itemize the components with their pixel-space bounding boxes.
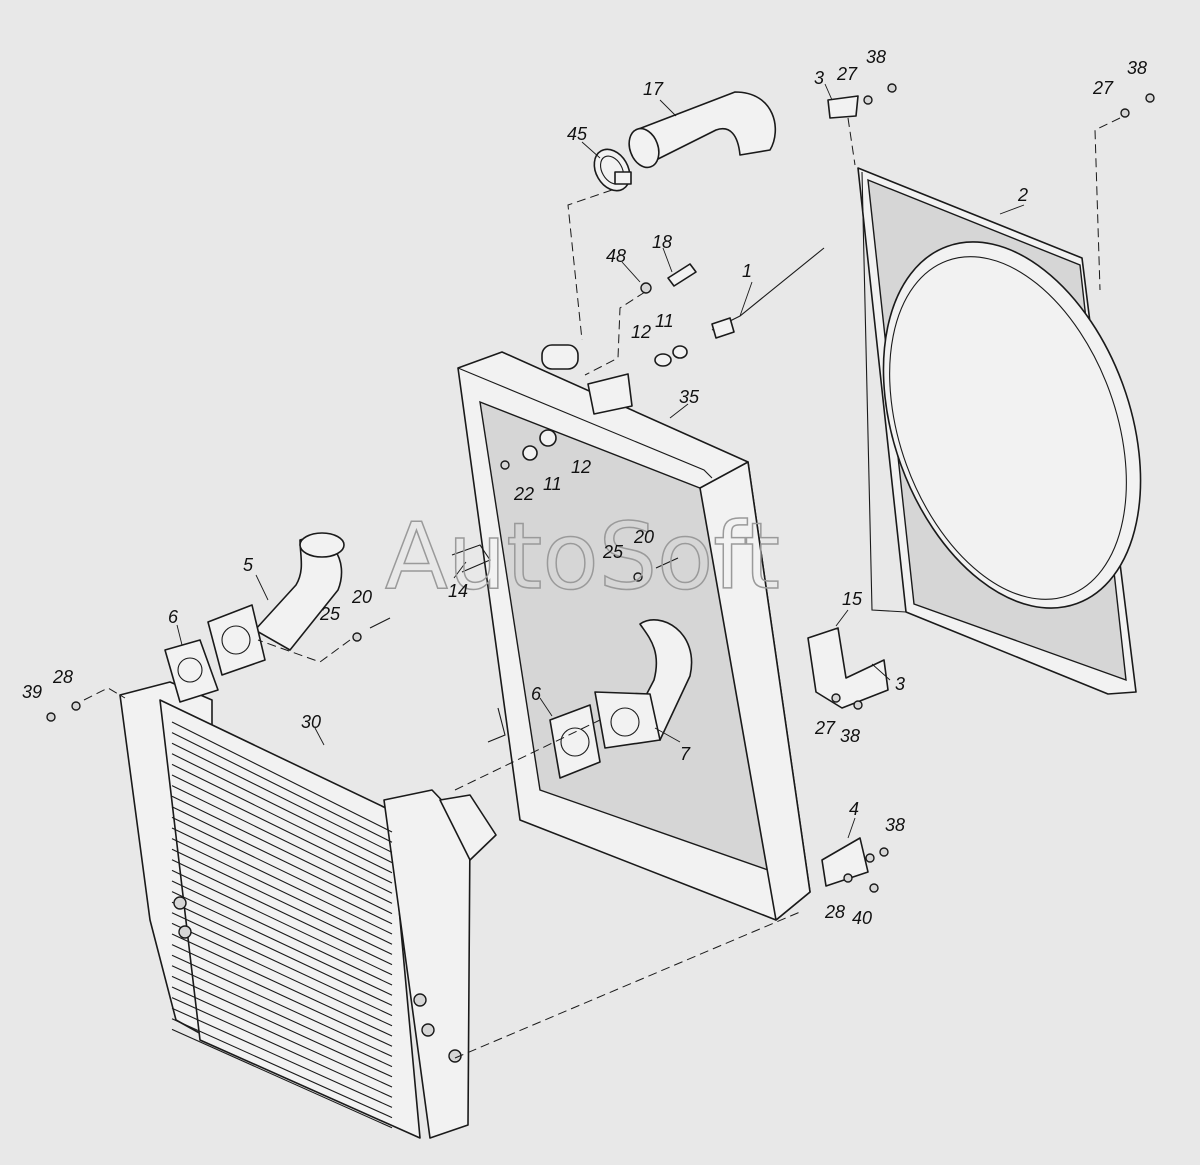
bracket-15 xyxy=(807,627,889,709)
callout-6-left: 6 xyxy=(168,607,179,627)
callout-22: 22 xyxy=(513,484,534,504)
cooler-fin xyxy=(171,933,393,1037)
cooler-fin xyxy=(171,901,393,1006)
callout-25-frame: 25 xyxy=(602,542,624,562)
cooler-fin xyxy=(171,954,393,1057)
cooler-fin xyxy=(171,944,393,1047)
cooler-fin xyxy=(171,912,393,1017)
callout-40: 40 xyxy=(852,908,872,928)
callout-38-top-right: 38 xyxy=(1127,58,1147,78)
callout-1: 1 xyxy=(742,261,752,281)
cooler-fin xyxy=(171,753,393,864)
callout-3-top: 3 xyxy=(814,68,824,88)
callout-14: 14 xyxy=(448,581,468,601)
washer-nut-11-12 xyxy=(640,282,688,367)
assembly-lines xyxy=(83,117,1121,1059)
leader-lines xyxy=(176,83,1025,839)
callout-6-right: 6 xyxy=(531,684,542,704)
cooler-fin xyxy=(171,922,393,1027)
callout-11-frame: 11 xyxy=(543,474,562,494)
callout-39: 39 xyxy=(22,682,42,702)
callout-30: 30 xyxy=(301,712,321,732)
callout-27-top-left: 27 xyxy=(836,64,858,84)
clamp-45 xyxy=(593,148,632,192)
callout-5: 5 xyxy=(243,555,254,575)
callout-11-top: 11 xyxy=(655,311,674,331)
cooler-fin xyxy=(171,880,393,986)
cooler-fin xyxy=(171,965,393,1068)
elbow-hose-5 xyxy=(207,532,345,676)
watermark: AutoSoft xyxy=(385,503,780,610)
fan-shroud xyxy=(857,167,1142,695)
callout-18: 18 xyxy=(652,232,672,252)
cooler-fin xyxy=(171,742,393,853)
gasket-6-left xyxy=(164,639,219,703)
cooler-fin xyxy=(171,869,393,976)
cooler-fin xyxy=(171,1018,393,1119)
cooler-fin xyxy=(171,975,393,1078)
intercooler-core xyxy=(119,681,497,1139)
callout-25-left: 25 xyxy=(319,604,341,624)
callout-28-bottom: 28 xyxy=(824,902,845,922)
callout-20-left: 20 xyxy=(351,587,372,607)
callout-45: 45 xyxy=(567,124,588,144)
bracket-3-top xyxy=(827,95,859,119)
callout-15: 15 xyxy=(842,589,863,609)
cooler-fin xyxy=(171,838,393,945)
callout-4: 4 xyxy=(849,799,859,819)
cooler-fin xyxy=(171,785,393,894)
cooler-fins xyxy=(171,721,393,1129)
cooler-fin xyxy=(171,774,393,884)
fasteners xyxy=(46,83,1155,893)
callout-20-frame: 20 xyxy=(633,527,654,547)
callout-38-mid: 38 xyxy=(840,726,860,746)
cooler-fin xyxy=(171,1007,393,1108)
cooler-fin xyxy=(171,848,393,955)
callout-27-bottom: 27 xyxy=(814,718,836,738)
tube-18 xyxy=(667,263,697,287)
bracket-4 xyxy=(821,837,869,887)
cooler-fin xyxy=(171,721,393,833)
radiator-frame xyxy=(451,344,811,921)
cooler-fin xyxy=(171,763,393,874)
callout-labels: 1 2 3 3 4 5 6 6 7 11 11 12 12 14 15 17 1… xyxy=(22,47,1147,928)
cooler-fin xyxy=(171,795,393,904)
callout-38-top-left: 38 xyxy=(866,47,886,67)
callout-38-bottom: 38 xyxy=(885,815,905,835)
cooler-fin xyxy=(171,732,393,843)
cooler-fin xyxy=(171,1028,393,1129)
callout-7: 7 xyxy=(680,744,691,764)
hose-17 xyxy=(628,91,777,169)
rod-1 xyxy=(711,247,825,339)
callout-48: 48 xyxy=(606,246,626,266)
callout-35: 35 xyxy=(679,387,700,407)
callout-12-top: 12 xyxy=(631,322,651,342)
callout-17: 17 xyxy=(643,79,664,99)
cooler-fin xyxy=(171,986,393,1088)
cooler-fin xyxy=(171,827,393,935)
callout-27-top-right: 27 xyxy=(1092,78,1114,98)
cooler-fin xyxy=(171,816,393,925)
cooler-fin xyxy=(171,806,393,915)
cooler-fin xyxy=(171,891,393,996)
callout-28-left: 28 xyxy=(52,667,73,687)
callout-12-frame: 12 xyxy=(571,457,591,477)
callout-3-right: 3 xyxy=(895,674,905,694)
cooler-fin xyxy=(171,859,393,966)
cooler-fin xyxy=(171,997,393,1098)
callout-2: 2 xyxy=(1017,185,1028,205)
